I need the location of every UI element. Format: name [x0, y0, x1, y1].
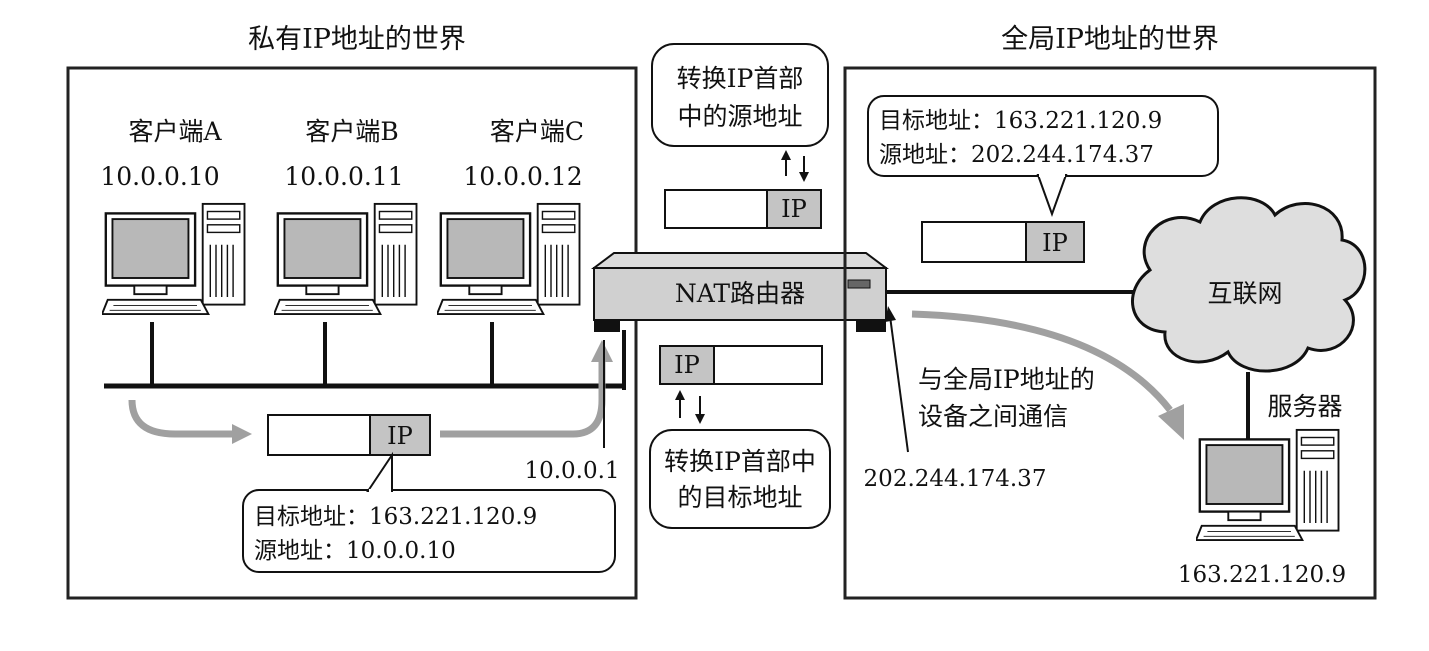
- global-world-box: [843, 66, 1377, 600]
- client-c-computer-icon: [437, 202, 581, 316]
- internet-label: 互联网: [1207, 279, 1282, 308]
- comm-note-line2: 设备之间通信: [918, 402, 1068, 431]
- top-note-line1: 转换IP首部: [677, 64, 804, 93]
- client-b-name: 客户端B: [305, 117, 398, 146]
- private-note-line1: 目标地址：163.221.120.9: [254, 504, 537, 530]
- client-c-ip: 10.0.0.12: [463, 162, 582, 191]
- client-c-name: 客户端C: [490, 117, 584, 146]
- internet-cloud: [1131, 196, 1367, 373]
- nat-router: [591, 252, 889, 269]
- top-note: [651, 43, 829, 147]
- server-computer-icon: [1196, 428, 1340, 542]
- wan-flow-arrow: [911, 310, 1173, 413]
- top-packet-label: IP: [781, 195, 807, 223]
- comm-note-line1: 与全局IP地址的: [918, 365, 1095, 394]
- client-a-computer-icon: [102, 202, 246, 316]
- private-world-title: 私有IP地址的世界: [248, 24, 466, 55]
- client-b-computer-icon: [274, 202, 418, 316]
- global-note-line1: 目标地址：163.221.120.9: [879, 108, 1162, 134]
- bottom-note-line2: 的目标地址: [677, 483, 802, 512]
- client-a-ip: 10.0.0.10: [100, 162, 219, 191]
- global-note-line2: 源地址：202.244.174.37: [879, 142, 1154, 168]
- private-note-line2: 源地址：10.0.0.10: [254, 538, 456, 564]
- server-label: 服务器: [1267, 392, 1342, 421]
- client-a-name: 客户端A: [128, 117, 222, 146]
- private-world-box: [66, 66, 638, 600]
- private-packet-note: [242, 489, 616, 573]
- router-global-ip: 202.244.174.37: [864, 466, 1047, 492]
- lan-gateway-ip: 10.0.0.1: [524, 458, 619, 484]
- bottom-packet-label: IP: [674, 351, 700, 379]
- bottom-note-line1: 转换IP首部中: [664, 447, 816, 476]
- client-b-ip: 10.0.0.11: [284, 162, 403, 191]
- private-packet-label: IP: [387, 422, 413, 450]
- server-ip: 163.221.120.9: [1178, 562, 1346, 588]
- global-packet-label: IP: [1042, 229, 1068, 257]
- lan-flow-arrow: [128, 399, 232, 438]
- global-world-title: 全局IP地址的世界: [1001, 24, 1219, 55]
- top-note-line2: 中的源地址: [677, 102, 802, 131]
- bottom-note: [649, 429, 831, 529]
- router-label: NAT路由器: [675, 279, 805, 308]
